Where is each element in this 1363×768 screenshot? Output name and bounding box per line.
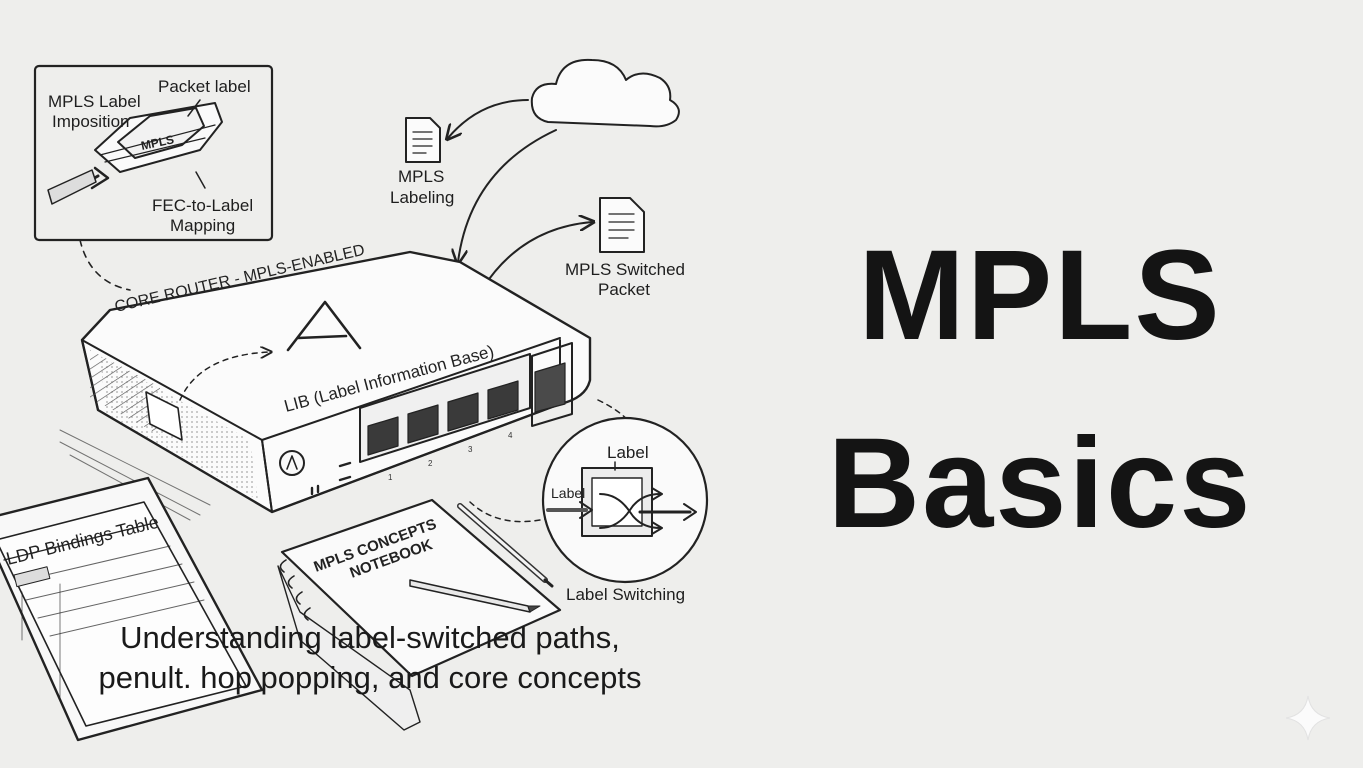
subtitle-line-1: Understanding label-switched paths, bbox=[120, 620, 620, 655]
mpls-labeling-label: MPLS bbox=[398, 167, 444, 186]
arrow bbox=[448, 99, 529, 138]
notebook bbox=[277, 498, 562, 731]
label-imposition-label: MPLS Label bbox=[48, 92, 141, 111]
packet-label-label: Packet label bbox=[158, 77, 251, 96]
port-number: 2 bbox=[428, 459, 433, 468]
label-imposition-inset bbox=[33, 64, 274, 242]
fec-mapping-label: FEC-to-Label bbox=[152, 196, 253, 215]
document-icon bbox=[405, 117, 441, 163]
cloud-icon bbox=[530, 58, 680, 128]
tag-text: MPLS bbox=[140, 132, 176, 153]
mpls-labeling-label: Labeling bbox=[390, 188, 454, 207]
label-imposition-label: Imposition bbox=[52, 112, 129, 131]
packet-tag-icon bbox=[94, 102, 223, 173]
sparkle-icon bbox=[1285, 695, 1331, 741]
title-line-1: MPLS bbox=[858, 224, 1222, 367]
switch-top-label: Label bbox=[607, 443, 649, 462]
switched-packet-label: Packet bbox=[598, 280, 650, 299]
ethernet-ports bbox=[367, 362, 566, 456]
switch-left-label: Label bbox=[551, 485, 585, 501]
subtitle-line-2: penult. hop popping, and core concepts bbox=[98, 660, 642, 695]
label-switching-detail bbox=[541, 416, 709, 584]
subtitle: Understanding label-switched paths, penu… bbox=[60, 618, 680, 698]
tablet bbox=[0, 476, 264, 742]
document-icon bbox=[599, 197, 645, 253]
fec-mapping-label: Mapping bbox=[170, 216, 235, 235]
dashed-leader bbox=[469, 501, 551, 523]
dashed-leader bbox=[79, 239, 131, 291]
router-logo-icon bbox=[279, 450, 305, 476]
port-number: 4 bbox=[508, 431, 513, 440]
core-router bbox=[59, 250, 592, 521]
switched-packet-label: MPLS Switched bbox=[565, 260, 685, 279]
port-number: 3 bbox=[468, 445, 473, 454]
port-number: 1 bbox=[388, 473, 393, 482]
dashed-leader bbox=[179, 352, 270, 401]
title-line-2: Basics bbox=[827, 412, 1253, 555]
arrow bbox=[458, 129, 557, 262]
label-switching-label: Label Switching bbox=[566, 585, 685, 604]
